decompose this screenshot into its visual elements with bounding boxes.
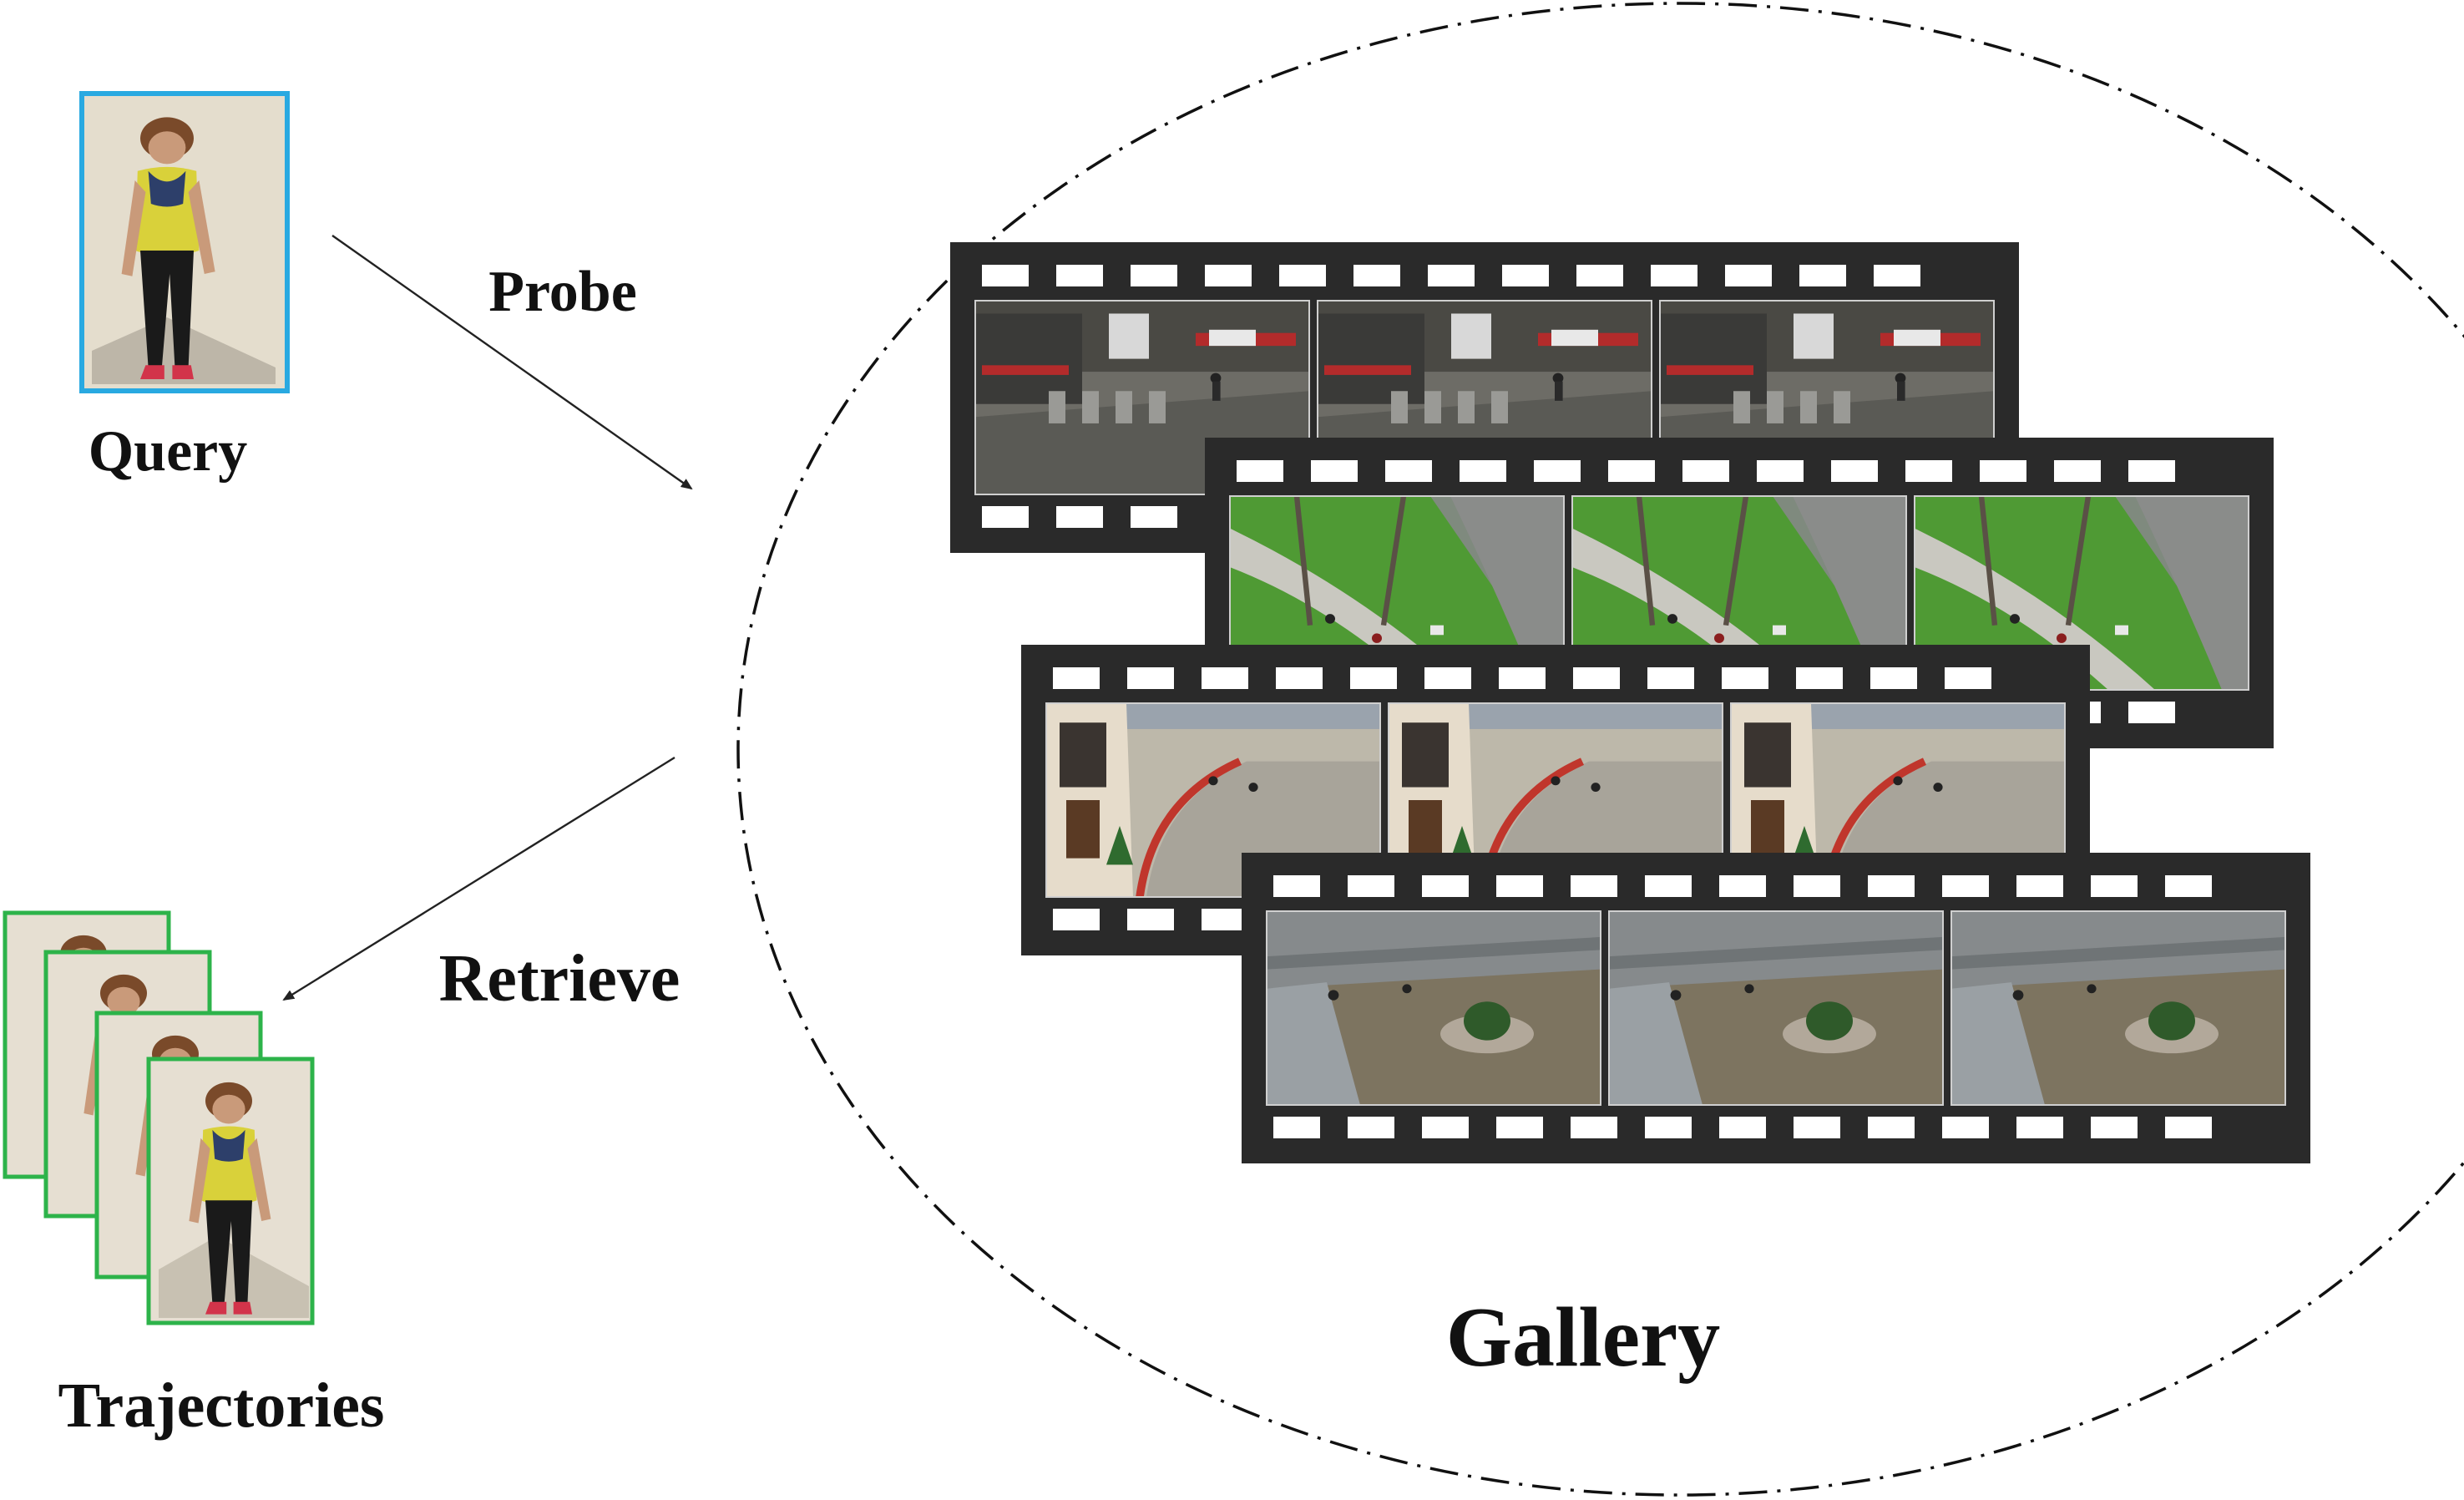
sprocket-hole <box>1799 265 1846 286</box>
sprocket-hole <box>1868 875 1915 897</box>
sprocket-hole <box>1719 1117 1766 1138</box>
sprocket-hole <box>1645 1117 1692 1138</box>
sprocket-hole <box>1276 667 1323 689</box>
sprocket-hole <box>1202 909 1248 930</box>
sprocket-hole <box>1353 265 1400 286</box>
query-image <box>79 91 290 393</box>
sprocket-hole <box>1131 506 1177 528</box>
gallery-film-strips <box>950 242 2310 1163</box>
sprocket-hole <box>1722 667 1768 689</box>
sprocket-hole <box>1945 667 1991 689</box>
sprocket-hole <box>1127 667 1174 689</box>
sprocket-hole <box>1348 875 1394 897</box>
sprocket-hole <box>1645 875 1692 897</box>
sprocket-hole <box>1870 667 1917 689</box>
sprocket-hole <box>2016 1117 2063 1138</box>
sprocket-hole <box>1942 875 1989 897</box>
sprocket-hole <box>1422 1117 1469 1138</box>
sprocket-hole <box>1534 460 1581 482</box>
sprocket-hole <box>1053 909 1100 930</box>
sprocket-hole <box>1682 460 1729 482</box>
sprocket-hole <box>1905 460 1952 482</box>
sprocket-hole <box>2054 460 2101 482</box>
sprocket-hole <box>1385 460 1432 482</box>
film-strip-plaza-planter <box>1242 853 2310 1163</box>
probe-label: Probe <box>488 260 637 324</box>
gallery-label: Gallery <box>1446 1290 1721 1385</box>
sprocket-hole <box>1273 875 1320 897</box>
sprocket-hole <box>1273 1117 1320 1138</box>
film-frame <box>1045 702 1381 898</box>
sprocket-hole <box>2091 1117 2138 1138</box>
sprocket-hole <box>1794 875 1840 897</box>
film-frame <box>1608 910 1944 1106</box>
trajectory-frame <box>146 1057 315 1325</box>
sprocket-hole <box>1056 265 1103 286</box>
sprocket-hole <box>1980 460 2026 482</box>
sprocket-hole <box>2128 460 2175 482</box>
sprocket-hole <box>982 506 1029 528</box>
sprocket-hole <box>1868 1117 1915 1138</box>
sprocket-hole <box>1794 1117 1840 1138</box>
sprocket-hole <box>2165 875 2212 897</box>
sprocket-hole <box>982 265 1029 286</box>
sprocket-hole <box>1757 460 1804 482</box>
retrieve-arrow <box>282 756 675 1001</box>
sprocket-hole <box>2091 875 2138 897</box>
sprocket-hole <box>1237 460 1283 482</box>
sprocket-hole <box>1424 667 1471 689</box>
sprocket-hole <box>1725 265 1772 286</box>
sprocket-hole <box>1647 667 1694 689</box>
sprocket-hole <box>1311 460 1358 482</box>
sprocket-hole <box>1460 460 1506 482</box>
sprocket-hole <box>1422 875 1469 897</box>
sprocket-hole <box>2016 875 2063 897</box>
sprocket-hole <box>1719 875 1766 897</box>
sprocket-hole <box>1571 875 1617 897</box>
sprocket-hole <box>1796 667 1843 689</box>
sprocket-hole <box>1831 460 1878 482</box>
sprocket-hole <box>1502 265 1549 286</box>
sprocket-hole <box>1205 265 1252 286</box>
sprocket-hole <box>1496 875 1543 897</box>
probe-arrow <box>331 235 693 490</box>
sprocket-hole <box>1202 667 1248 689</box>
sprocket-hole <box>1571 1117 1617 1138</box>
film-frame <box>1950 910 2286 1106</box>
sprocket-hole <box>1608 460 1655 482</box>
sprocket-hole <box>2165 1117 2212 1138</box>
sprocket-hole <box>2128 702 2175 723</box>
retrieve-label: Retrieve <box>439 942 681 1016</box>
sprocket-hole <box>1496 1117 1543 1138</box>
trajectory-stack <box>3 910 315 1325</box>
sprocket-hole <box>1499 667 1546 689</box>
sprocket-hole <box>1053 667 1100 689</box>
gallery-boundary <box>736 2 2464 1497</box>
sprocket-hole <box>1942 1117 1989 1138</box>
query-label: Query <box>89 419 248 484</box>
sprocket-hole <box>1651 265 1697 286</box>
sprocket-hole <box>1348 1117 1394 1138</box>
sprocket-hole <box>1056 506 1103 528</box>
film-frame <box>1266 910 1601 1106</box>
sprocket-hole <box>1279 265 1326 286</box>
trajectories-label: Trajectories <box>58 1371 384 1441</box>
sprocket-hole <box>1576 265 1623 286</box>
sprocket-hole <box>1874 265 1920 286</box>
sprocket-hole <box>1131 265 1177 286</box>
film-frame <box>974 300 1310 495</box>
sprocket-hole <box>1573 667 1620 689</box>
sprocket-hole <box>1350 667 1397 689</box>
sprocket-hole <box>1428 265 1475 286</box>
sprocket-hole <box>1127 909 1174 930</box>
